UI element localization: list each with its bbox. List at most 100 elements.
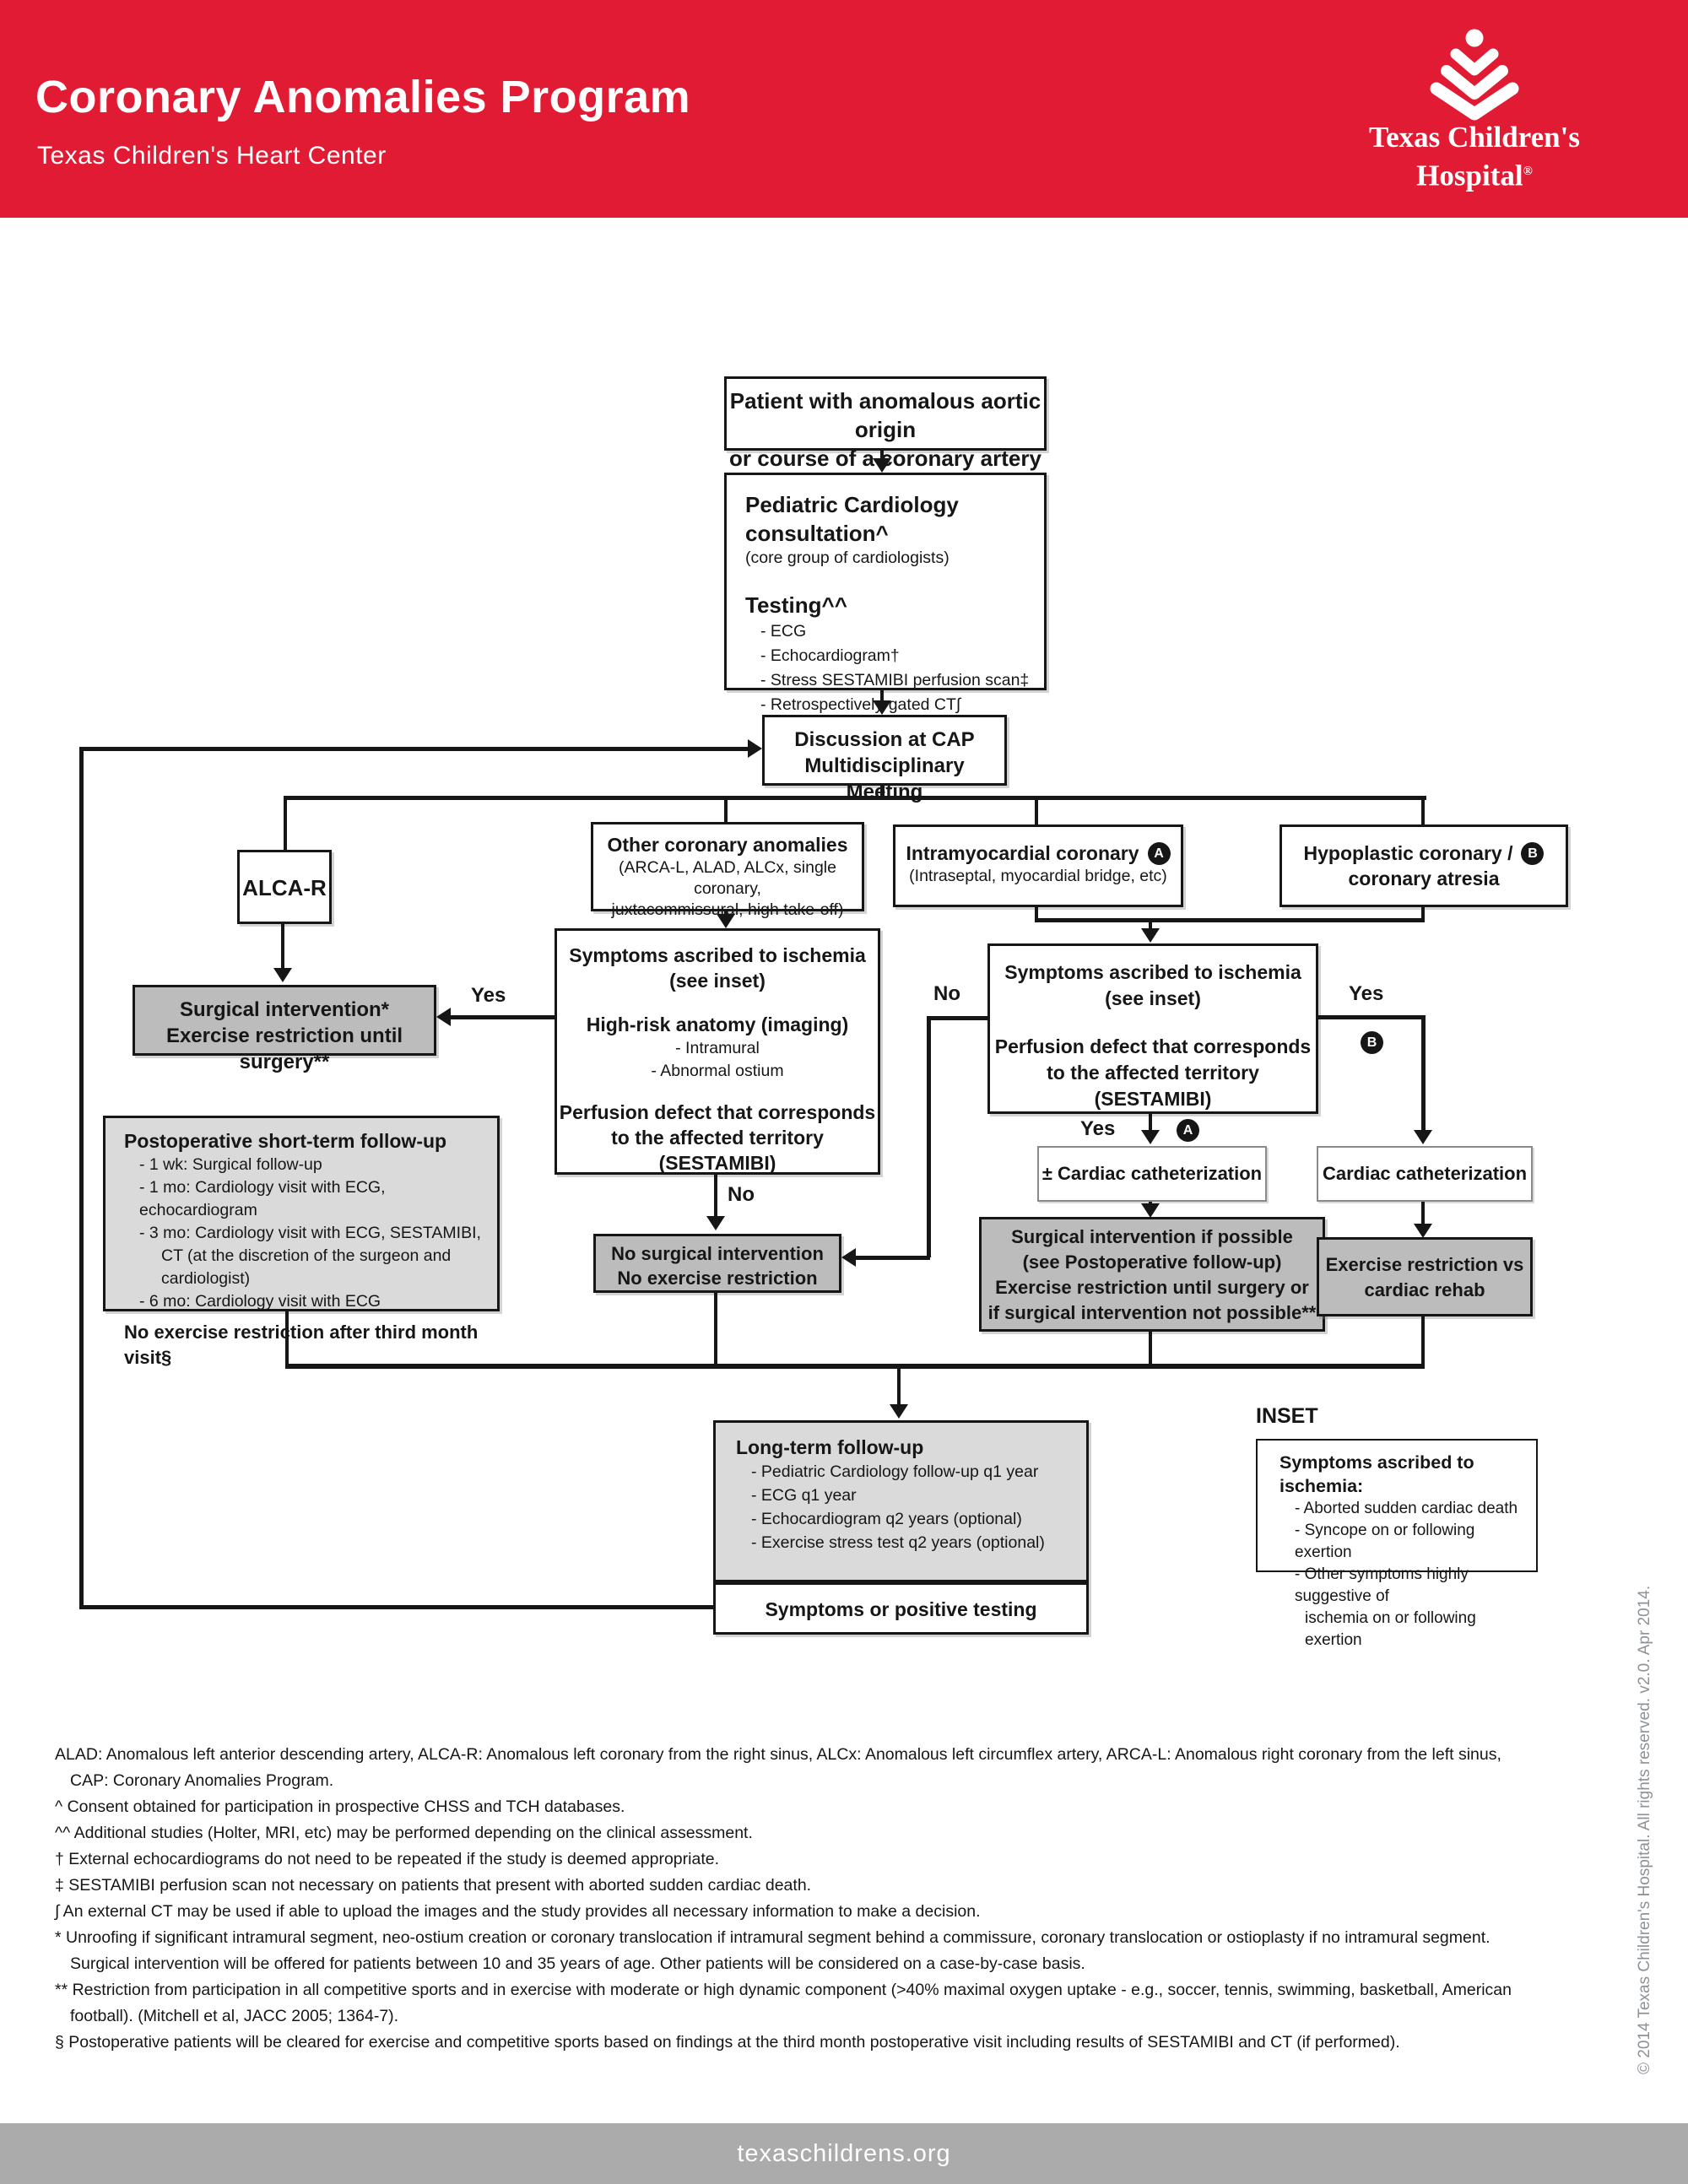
footnote: * Unroofing if significant intramural se… [55, 1928, 1491, 1947]
arrowhead-down [873, 700, 891, 715]
connector-line [1149, 1114, 1152, 1133]
cap-meeting-box: Discussion at CAP Multidisciplinary Meet… [762, 715, 1007, 803]
surgical-line2: Exercise restriction until surgery** [165, 1024, 403, 1073]
feedback-line [79, 1605, 713, 1609]
copyright-vertical: © 2014 Texas Children's Hospital. All ri… [1636, 1585, 1653, 2074]
footnote-cont: Surgical intervention will be offered fo… [70, 1954, 1085, 1973]
postop-item-cont: CT (at the discretion of the surgeon and… [161, 1246, 452, 1288]
footnote: † External echocardiograms do not need t… [55, 1850, 719, 1868]
hypoplastic-line2: coronary atresia [1348, 868, 1500, 889]
connector-line [1035, 907, 1038, 922]
arrowhead-down [873, 458, 891, 473]
feedback-line [79, 747, 748, 751]
connector-line [897, 1369, 901, 1406]
mid-perfusion2: to the affected territory (SESTAMIBI) [611, 1127, 824, 1174]
connector-line [1421, 907, 1425, 922]
alcar-label: ALCA-R [242, 875, 327, 900]
connector-line [1421, 1316, 1425, 1367]
arrowhead-right [748, 739, 762, 758]
testing-item: - Retrospectively-gated CT∫ [760, 695, 961, 714]
sympos-label: Symptoms or positive testing [765, 1598, 1037, 1620]
mid-symptoms-box: Symptoms ascribed to ischemia (see inset… [555, 928, 880, 1175]
footnote-cont: CAP: Coronary Anomalies Program. [70, 1771, 334, 1790]
footnote: § Postoperative patients will be cleared… [55, 2033, 1400, 2052]
footnote: ^^ Additional studies (Holter, MRI, etc)… [55, 1824, 753, 1842]
longterm-title: Long-term follow-up [736, 1436, 924, 1458]
badge-a-icon: A [1177, 1119, 1199, 1142]
cath-label: Cardiac catheterization [1322, 1163, 1528, 1184]
right-perfusion1: Perfusion defect that corresponds [994, 1035, 1312, 1057]
surgical-intervention-box: Surgical intervention* Exercise restrict… [133, 985, 436, 1073]
postop-item: - 1 mo: Cardiology visit with ECG, echoc… [139, 1178, 386, 1219]
footnote-cont: football). (Mitchell et al, JACC 2005; 1… [70, 2007, 399, 2025]
right-symptoms-line2: (see inset) [1105, 987, 1201, 1009]
footer-url: texaschildrens.org [737, 2140, 951, 2167]
connector-line [880, 451, 884, 461]
footnote: ∫ An external CT may be used if able to … [55, 1902, 981, 1921]
logo-line1: Texas Children's [1369, 121, 1580, 154]
pm-cardiac-cath-box: ± Cardiac catheterization [1037, 1146, 1267, 1202]
inset-item: - Other symptoms highly suggestive of [1295, 1565, 1469, 1605]
symptoms-positive-box: Symptoms or positive testing [713, 1582, 1089, 1635]
longterm-item: - Pediatric Cardiology follow-up q1 year [751, 1462, 1039, 1481]
connector-line [1149, 1332, 1152, 1367]
surgif-line3: Exercise restriction until surgery or [995, 1277, 1309, 1298]
connector-line [880, 690, 884, 701]
yes-label: Yes [1080, 1117, 1116, 1140]
hospital-logo-text: Texas Children's Hospital® [1317, 120, 1632, 193]
mid-perfusion1: Perfusion defect that corresponds [559, 1101, 876, 1123]
connector-line [714, 1175, 717, 1217]
exrehab-line2: cardiac rehab [1364, 1279, 1485, 1300]
hypoplastic-title-row: Hypoplastic coronary /B [1282, 841, 1566, 866]
anatomy-item: - Intramural [675, 1039, 760, 1057]
inset-item-cont: ischemia on or following exertion [1305, 1609, 1476, 1649]
right-perfusion2: to the affected territory (SESTAMIBI) [1047, 1062, 1259, 1110]
exrehab-line1: Exercise restriction vs [1325, 1254, 1524, 1275]
longterm-item: - Exercise stress test q2 years (optiona… [751, 1533, 1045, 1552]
postop-item: - 3 mo: Cardiology visit with ECG, SESTA… [139, 1224, 481, 1242]
right-symptoms-box: Symptoms ascribed to ischemia (see inset… [987, 943, 1318, 1114]
pediatric-title: Pediatric Cardiology consultation^ [745, 492, 959, 546]
footnotes: ALAD: Anomalous left anterior descending… [55, 1742, 1608, 2056]
arrowhead-down [717, 914, 735, 928]
arrowhead-down [890, 1404, 908, 1419]
inset-item: - Aborted sudden cardiac death [1295, 1500, 1518, 1517]
arrowhead-down [273, 968, 292, 982]
surgif-line1: Surgical intervention if possible [1011, 1226, 1293, 1247]
connector-line [1035, 918, 1425, 922]
arrowhead-left [841, 1248, 856, 1267]
mid-symptoms-line1: Symptoms ascribed to ischemia [569, 944, 866, 966]
no-label: No [933, 982, 960, 1005]
badge-b-icon: B [1521, 842, 1545, 865]
other-sub2: juxtacommissural, high take-off) [611, 900, 844, 919]
right-symptoms-line1: Symptoms ascribed to ischemia [1004, 961, 1301, 983]
connector-line [1421, 1015, 1426, 1132]
connector-line [1149, 922, 1152, 929]
cap-line1: Discussion at CAP [794, 728, 975, 751]
other-title: Other coronary anomalies [607, 834, 848, 856]
connector-line [281, 924, 284, 969]
badge-a-icon: A [1147, 842, 1171, 865]
inset-item: - Syncope on or following exertion [1295, 1522, 1475, 1561]
arrowhead-down [1141, 1203, 1160, 1218]
postop-item: - 6 mo: Cardiology visit with ECG [139, 1292, 381, 1311]
footer-bar: texaschildrens.org [0, 2123, 1688, 2184]
footnote: ‡ SESTAMIBI perfusion scan not necessary… [55, 1876, 812, 1895]
exercise-rehab-box: Exercise restriction vs cardiac rehab [1317, 1237, 1533, 1316]
connector-line [1035, 796, 1038, 824]
yes-label: Yes [1349, 982, 1384, 1005]
feedback-line [79, 747, 84, 1609]
surgif-line4: if surgical intervention not possible** [987, 1302, 1317, 1323]
intramyocardial-sub: (Intraseptal, myocardial bridge, etc) [909, 867, 1167, 885]
connector-line [724, 911, 728, 916]
header-banner: Coronary Anomalies Program Texas Childre… [0, 0, 1688, 218]
longterm-item: - ECG q1 year [751, 1486, 857, 1505]
connector-line [284, 796, 287, 850]
footnote: ^ Consent obtained for participation in … [55, 1797, 625, 1816]
connector-line [451, 1015, 555, 1019]
nosurg-line1: No surgical intervention [611, 1243, 824, 1264]
testing-item: - ECG [760, 622, 807, 641]
page-subtitle: Texas Children's Heart Center [37, 142, 387, 170]
branch-trunk-line [285, 796, 1426, 800]
